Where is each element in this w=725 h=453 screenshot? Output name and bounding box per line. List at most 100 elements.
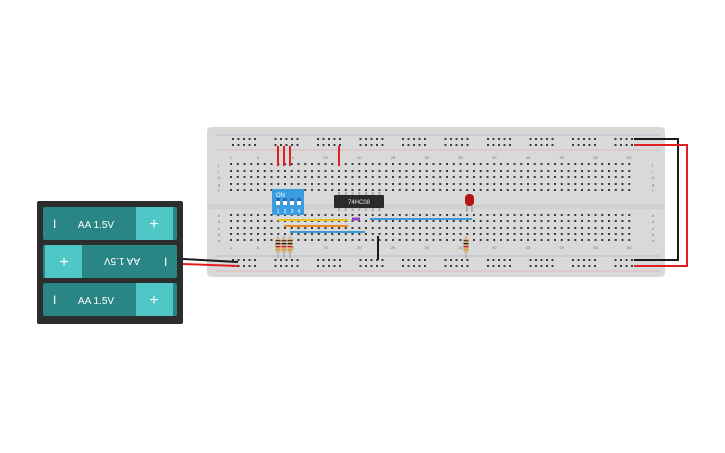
terminal-hole[interactable] (587, 189, 590, 191)
battery-negative-wire[interactable] (182, 258, 239, 263)
terminal-hole[interactable] (574, 189, 577, 191)
rail-hole[interactable] (407, 138, 410, 140)
terminal-hole[interactable] (270, 163, 273, 165)
terminal-hole[interactable] (392, 220, 394, 222)
terminal-hole[interactable] (412, 189, 415, 191)
terminal-hole[interactable] (520, 183, 523, 185)
terminal-hole[interactable] (452, 220, 455, 222)
rail-hole[interactable] (546, 265, 548, 267)
terminal-hole[interactable] (554, 183, 556, 185)
terminal-hole[interactable] (290, 176, 293, 178)
terminal-hole[interactable] (371, 233, 374, 235)
terminal-hole[interactable] (574, 176, 577, 178)
terminal-hole[interactable] (459, 227, 462, 229)
rail-hole[interactable] (317, 138, 319, 140)
terminal-hole[interactable] (439, 233, 442, 235)
terminal-hole[interactable] (479, 239, 482, 241)
terminal-hole[interactable] (351, 233, 354, 235)
terminal-hole[interactable] (257, 170, 259, 172)
terminal-hole[interactable] (520, 220, 523, 222)
terminal-hole[interactable] (392, 214, 394, 216)
rail-hole[interactable] (546, 144, 548, 146)
rail-hole[interactable] (376, 138, 378, 140)
terminal-hole[interactable] (513, 189, 516, 191)
terminal-hole[interactable] (243, 170, 246, 172)
terminal-hole[interactable] (554, 220, 556, 222)
terminal-hole[interactable] (263, 163, 266, 165)
terminal-hole[interactable] (250, 227, 253, 229)
terminal-hole[interactable] (466, 214, 469, 216)
rail-hole[interactable] (274, 265, 277, 267)
rail-hole[interactable] (492, 138, 495, 140)
rail-hole[interactable] (461, 144, 463, 146)
terminal-hole[interactable] (331, 227, 334, 229)
terminal-hole[interactable] (371, 183, 374, 185)
terminal-hole[interactable] (500, 239, 502, 241)
terminal-hole[interactable] (425, 214, 428, 216)
terminal-hole[interactable] (250, 214, 253, 216)
rail-hole[interactable] (577, 265, 580, 267)
rail-hole[interactable] (614, 259, 617, 261)
terminal-hole[interactable] (547, 214, 550, 216)
terminal-hole[interactable] (533, 220, 536, 222)
rail-hole[interactable] (620, 144, 622, 146)
terminal-hole[interactable] (486, 233, 489, 235)
rail-hole[interactable] (280, 259, 282, 261)
terminal-hole[interactable] (500, 176, 502, 178)
terminal-hole[interactable] (574, 227, 577, 229)
rail-hole[interactable] (466, 259, 469, 261)
terminal-hole[interactable] (351, 183, 354, 185)
terminal-hole[interactable] (236, 233, 239, 235)
terminal-hole[interactable] (290, 163, 293, 165)
terminal-hole[interactable] (317, 176, 320, 178)
terminal-hole[interactable] (601, 163, 604, 165)
terminal-hole[interactable] (304, 233, 307, 235)
terminal-hole[interactable] (540, 163, 543, 165)
terminal-hole[interactable] (250, 176, 253, 178)
terminal-hole[interactable] (311, 183, 313, 185)
terminal-hole[interactable] (378, 214, 381, 216)
terminal-hole[interactable] (540, 227, 543, 229)
rail-hole[interactable] (296, 259, 299, 261)
terminal-hole[interactable] (311, 170, 313, 172)
terminal-hole[interactable] (520, 176, 523, 178)
rail-hole[interactable] (291, 144, 293, 146)
terminal-hole[interactable] (405, 214, 408, 216)
terminal-hole[interactable] (486, 239, 489, 241)
terminal-hole[interactable] (439, 163, 442, 165)
terminal-hole[interactable] (358, 227, 361, 229)
terminal-hole[interactable] (459, 239, 462, 241)
terminal-hole[interactable] (527, 189, 529, 191)
terminal-hole[interactable] (378, 227, 381, 229)
terminal-hole[interactable] (263, 239, 266, 241)
terminal-hole[interactable] (479, 227, 482, 229)
terminal-hole[interactable] (527, 170, 529, 172)
terminal-hole[interactable] (398, 220, 401, 222)
terminal-hole[interactable] (419, 183, 421, 185)
rail-hole[interactable] (540, 138, 543, 140)
rail-jumper-positive[interactable] (634, 144, 688, 267)
rail-hole[interactable] (291, 138, 293, 140)
terminal-hole[interactable] (344, 176, 347, 178)
rail-hole[interactable] (280, 138, 282, 140)
terminal-hole[interactable] (425, 227, 428, 229)
terminal-hole[interactable] (506, 214, 509, 216)
terminal-hole[interactable] (432, 163, 435, 165)
terminal-hole[interactable] (601, 227, 604, 229)
rail-hole[interactable] (450, 265, 452, 267)
terminal-hole[interactable] (432, 233, 435, 235)
rail-hole[interactable] (487, 138, 489, 140)
rail-hole[interactable] (376, 144, 378, 146)
terminal-hole[interactable] (263, 227, 266, 229)
rail-hole[interactable] (577, 259, 580, 261)
rail-hole[interactable] (333, 259, 336, 261)
terminal-hole[interactable] (412, 227, 415, 229)
rail-hole[interactable] (359, 144, 362, 146)
terminal-hole[interactable] (554, 233, 556, 235)
rail-hole[interactable] (572, 259, 574, 261)
terminal-hole[interactable] (473, 214, 475, 216)
terminal-hole[interactable] (493, 220, 496, 222)
terminal-hole[interactable] (567, 239, 570, 241)
terminal-hole[interactable] (243, 220, 246, 222)
